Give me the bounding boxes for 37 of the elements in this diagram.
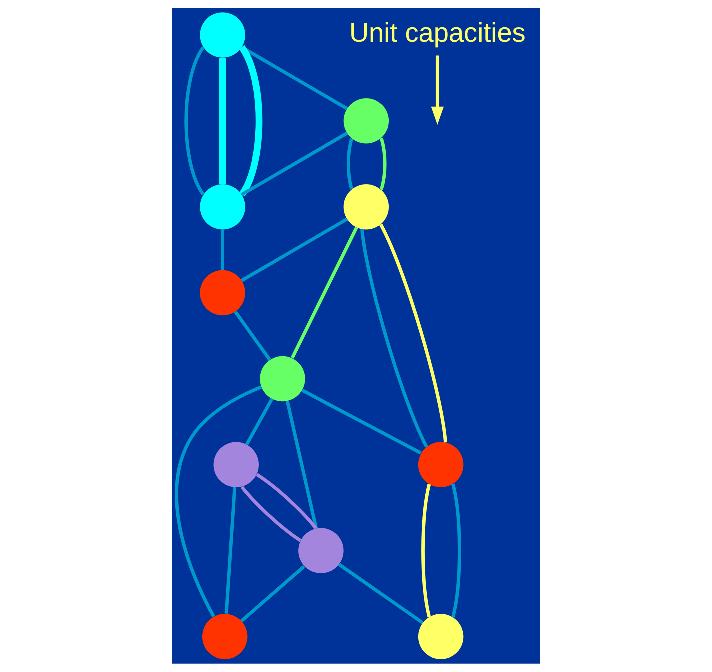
connector	[175, 386, 262, 618]
connector	[219, 58, 226, 184]
node-circle	[214, 442, 259, 488]
node-circle	[344, 98, 390, 144]
connector	[221, 230, 224, 270]
connector	[290, 226, 358, 359]
node-circle	[344, 184, 390, 230]
connector	[422, 484, 432, 618]
node-circle	[200, 184, 246, 230]
connector	[256, 473, 318, 530]
node-circle	[418, 614, 464, 660]
connector	[338, 563, 424, 624]
connector	[245, 398, 274, 446]
connector	[286, 400, 318, 529]
arrow	[431, 56, 444, 126]
connector	[184, 46, 206, 196]
connector	[241, 46, 348, 110]
connector	[241, 132, 348, 196]
node-circle	[200, 270, 246, 316]
connector	[240, 565, 306, 623]
connector	[451, 484, 462, 618]
connector	[224, 487, 237, 614]
connector	[346, 138, 354, 190]
node-circle	[200, 12, 246, 58]
connector	[241, 218, 348, 282]
connector	[240, 486, 302, 542]
connector	[379, 224, 448, 443]
connector	[234, 310, 272, 362]
connector	[302, 389, 422, 455]
node-circle	[418, 442, 464, 488]
node-circle	[298, 528, 344, 574]
connector	[360, 229, 428, 448]
connector	[239, 46, 263, 196]
connector	[380, 138, 387, 190]
node-circle	[202, 614, 248, 660]
node-circle	[260, 356, 306, 402]
node-text: Unit capacities	[349, 17, 526, 48]
